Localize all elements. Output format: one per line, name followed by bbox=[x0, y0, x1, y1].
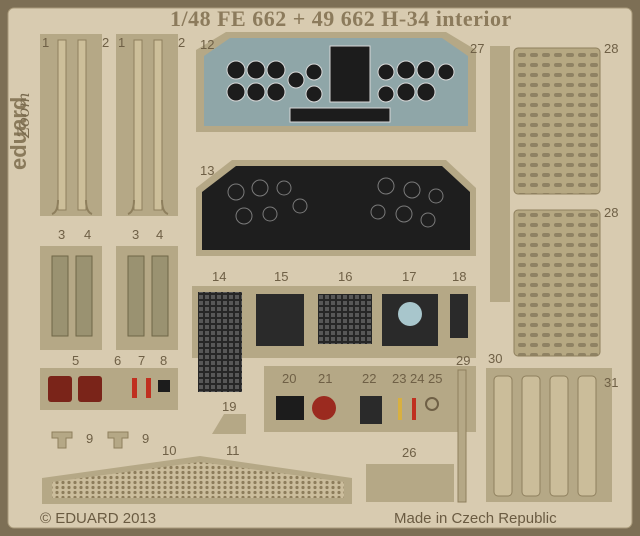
part-number: 17 bbox=[402, 269, 417, 284]
part-number: 29 bbox=[456, 353, 471, 368]
part-number: 2 bbox=[178, 35, 186, 50]
part-27-strip bbox=[490, 46, 510, 302]
panel-13-gauges bbox=[227, 177, 444, 228]
buckles-3-4-right bbox=[116, 246, 178, 350]
part-23 bbox=[398, 398, 402, 420]
part-number: 20 bbox=[282, 371, 297, 386]
part-number: 16 bbox=[338, 269, 353, 284]
part-number: 8 bbox=[160, 353, 168, 368]
seatbelt-strips-1-2-left bbox=[40, 34, 102, 216]
part-number: 4 bbox=[156, 227, 164, 242]
part-number: 7 bbox=[138, 353, 146, 368]
part-number: 30 bbox=[488, 351, 503, 366]
part-number: 18 bbox=[452, 269, 467, 284]
instrument-panel-13 bbox=[202, 166, 470, 250]
panel-28-lower bbox=[513, 209, 601, 357]
part-number: 3 bbox=[132, 227, 140, 242]
part-20 bbox=[276, 396, 304, 420]
part-number: 31 bbox=[604, 375, 619, 390]
part-number: 13 bbox=[200, 163, 215, 178]
part-9-right bbox=[107, 431, 129, 449]
part-number: 1 bbox=[118, 35, 126, 50]
part-number: 4 bbox=[84, 227, 92, 242]
part-15-panel bbox=[256, 294, 304, 346]
buckles-3-4-left bbox=[40, 246, 102, 350]
part-24 bbox=[412, 398, 416, 420]
part-18-panel bbox=[450, 294, 468, 338]
zoom-logo-text: Zoom bbox=[14, 92, 33, 138]
part-25 bbox=[425, 397, 439, 411]
small-parts-5-8 bbox=[40, 368, 178, 410]
part-22 bbox=[360, 396, 382, 424]
part-29-spring bbox=[457, 369, 467, 503]
origin-text: Made in Czech Republic bbox=[394, 510, 557, 527]
part-number: 22 bbox=[362, 371, 377, 386]
part-number: 12 bbox=[200, 37, 215, 52]
part-number: 6 bbox=[114, 353, 122, 368]
fret-title: 1/48 FE 662 + 49 662 H-34 interior bbox=[170, 6, 512, 31]
part-17-window bbox=[398, 302, 422, 326]
seatbelt-strips-1-2-right bbox=[116, 34, 178, 216]
part-19 bbox=[212, 414, 246, 434]
panel-28-upper bbox=[513, 47, 601, 195]
copyright-text: © EDUARD 2013 bbox=[40, 510, 157, 527]
part-9-left bbox=[51, 431, 73, 449]
part-number: 27 bbox=[470, 41, 485, 56]
part-21 bbox=[312, 396, 336, 420]
part-number: 2 bbox=[102, 35, 110, 50]
part-number: 28 bbox=[604, 41, 619, 56]
part-number: 14 bbox=[212, 269, 227, 284]
part-number: 11 bbox=[226, 443, 240, 458]
part-number: 26 bbox=[402, 445, 417, 460]
mesh-panel-10-11 bbox=[52, 462, 344, 498]
part-26 bbox=[366, 464, 454, 502]
part-16-panel bbox=[318, 294, 372, 344]
part-number: 28 bbox=[604, 205, 619, 220]
parts-30-31-strips bbox=[493, 375, 597, 497]
part-14-console bbox=[198, 292, 242, 392]
part-number: 5 bbox=[72, 353, 80, 368]
part-number: 10 bbox=[162, 443, 177, 458]
part-number: 19 bbox=[222, 399, 237, 414]
part-number: 25 bbox=[428, 371, 443, 386]
panel-12-gauges bbox=[226, 45, 455, 123]
part-number: 1 bbox=[42, 35, 50, 50]
part-number: 23 bbox=[392, 371, 407, 386]
part-number: 3 bbox=[58, 227, 66, 242]
part-number: 9 bbox=[142, 431, 150, 446]
part-number: 21 bbox=[318, 371, 333, 386]
part-number: 15 bbox=[274, 269, 289, 284]
part-number: 9 bbox=[86, 431, 94, 446]
part-number: 24 bbox=[410, 371, 425, 386]
